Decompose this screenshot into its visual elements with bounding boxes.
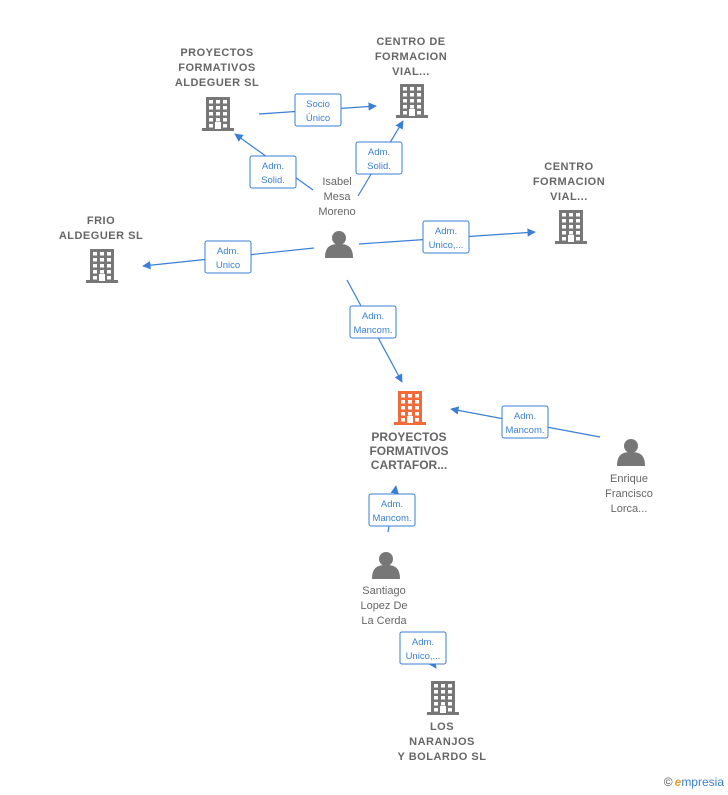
edge-label-box — [422, 220, 470, 254]
node-label: Santiago — [362, 585, 405, 597]
edge-label-box — [249, 155, 297, 189]
edge-label-text: Adm. — [262, 161, 284, 172]
edge-label-box — [399, 631, 447, 665]
node-label: Lopez De — [360, 600, 407, 612]
edge-label-text: Adm. — [362, 311, 384, 322]
node-proyectos-aldeguer[interactable]: PROYECTOS FORMATIVOS ALDEGUER SL — [175, 47, 259, 131]
building-icon — [86, 249, 118, 283]
node-label: Mesa — [324, 191, 352, 203]
edge-label-text: Adm. — [412, 637, 434, 648]
node-label: Moreno — [318, 206, 355, 218]
edge-label-text: Adm. — [435, 226, 457, 237]
node-label: Lorca... — [611, 503, 648, 515]
node-label: CENTRO DE — [376, 36, 445, 48]
node-centro-formacion-vial-1[interactable]: CENTRO DE FORMACION VIAL... — [375, 36, 447, 118]
edge-label-text: Solid. — [367, 161, 391, 172]
person-icon — [617, 439, 645, 466]
node-label: La Cerda — [361, 615, 407, 627]
node-label: Y BOLARDO SL — [398, 751, 487, 763]
edge-label-text: Solid. — [261, 175, 285, 186]
node-label: ALDEGUER SL — [59, 230, 143, 242]
brand-logo-letter: e — [674, 775, 682, 789]
edge-santiago-to-main[interactable]: Adm. Mancom. — [368, 485, 416, 533]
node-label: ALDEGUER SL — [175, 77, 259, 89]
edge-label-text: Adm. — [381, 499, 403, 510]
edge-isabel-to-proyectos_aldeguer[interactable]: Adm. Solid. — [234, 133, 314, 191]
node-enrique[interactable]: EnriqueFranciscoLorca... — [605, 439, 653, 515]
node-label: PROYECTOS — [371, 430, 446, 444]
edge-label-box — [349, 305, 397, 339]
building-icon — [427, 681, 459, 715]
node-label: Isabel — [322, 176, 351, 188]
brand-name: mpresia — [681, 775, 724, 789]
edge-label-text: Mancom. — [372, 513, 411, 524]
node-label: FRIO — [87, 215, 115, 227]
node-label: VIAL... — [550, 191, 588, 203]
edge-label-text: Socio — [306, 99, 330, 110]
edge-label-text: Mancom. — [353, 325, 392, 336]
edge-isabel-to-frio_aldeguer[interactable]: Adm. Unico — [142, 240, 315, 274]
node-label: FORMACION — [533, 176, 605, 188]
person-icon — [372, 552, 400, 579]
person-icon — [325, 231, 353, 258]
building-icon — [394, 391, 426, 425]
edge-santiago-to-los_naranjos[interactable]: Adm. Unico,... — [399, 631, 447, 669]
edge-label-text: Adm. — [514, 411, 536, 422]
edge-label-box — [294, 93, 342, 127]
building-icon — [396, 84, 428, 118]
edge-label-text: Unico — [216, 260, 240, 271]
edge-label-box — [355, 141, 403, 175]
edge-label-text: Unico,... — [429, 240, 464, 251]
node-centro-formacion-vial-2[interactable]: CENTRO FORMACION VIAL... — [533, 161, 605, 244]
edge-isabel-to-centro_formacion_vial_2[interactable]: Adm. Unico,... — [358, 220, 536, 254]
node-main[interactable]: PROYECTOSFORMATIVOSCARTAFOR... — [369, 391, 449, 472]
edge-label-text: Adm. — [217, 246, 239, 257]
edge-label-box — [368, 493, 416, 527]
node-label: NARANJOS — [409, 736, 475, 748]
node-los-naranjos[interactable]: LOS NARANJOS Y BOLARDO SL — [398, 681, 487, 763]
edge-label-text: Mancom. — [505, 425, 544, 436]
node-label: PROYECTOS — [180, 47, 253, 59]
node-label: FORMACION — [375, 51, 447, 63]
node-label: FORMATIVOS — [178, 62, 256, 74]
node-label: VIAL... — [392, 66, 430, 78]
edge-label-box — [204, 240, 252, 274]
edge-isabel-to-centro_formacion_vial_1[interactable]: Adm. Solid. — [355, 120, 404, 197]
edge-label-box — [501, 405, 549, 439]
node-label: CARTAFOR... — [371, 458, 447, 472]
node-label: CENTRO — [544, 161, 593, 173]
edge-enrique-to-main[interactable]: Adm. Mancom. — [450, 405, 601, 439]
building-icon — [202, 97, 234, 131]
edge-isabel-to-main[interactable]: Adm. Mancom. — [346, 279, 403, 383]
node-label: Enrique — [610, 473, 648, 485]
node-label: Francisco — [605, 488, 653, 500]
building-icon — [555, 210, 587, 244]
edge-label-text: Único — [306, 113, 330, 124]
node-frio-aldeguer[interactable]: FRIO ALDEGUER SL — [59, 215, 143, 283]
edge-label-text: Adm. — [368, 147, 390, 158]
brand-footer[interactable]: ©empresia — [664, 775, 724, 789]
copyright-symbol: © — [663, 775, 673, 789]
node-label: LOS — [430, 721, 454, 733]
node-label: FORMATIVOS — [369, 444, 448, 458]
edge-label-text: Unico,... — [406, 651, 441, 662]
